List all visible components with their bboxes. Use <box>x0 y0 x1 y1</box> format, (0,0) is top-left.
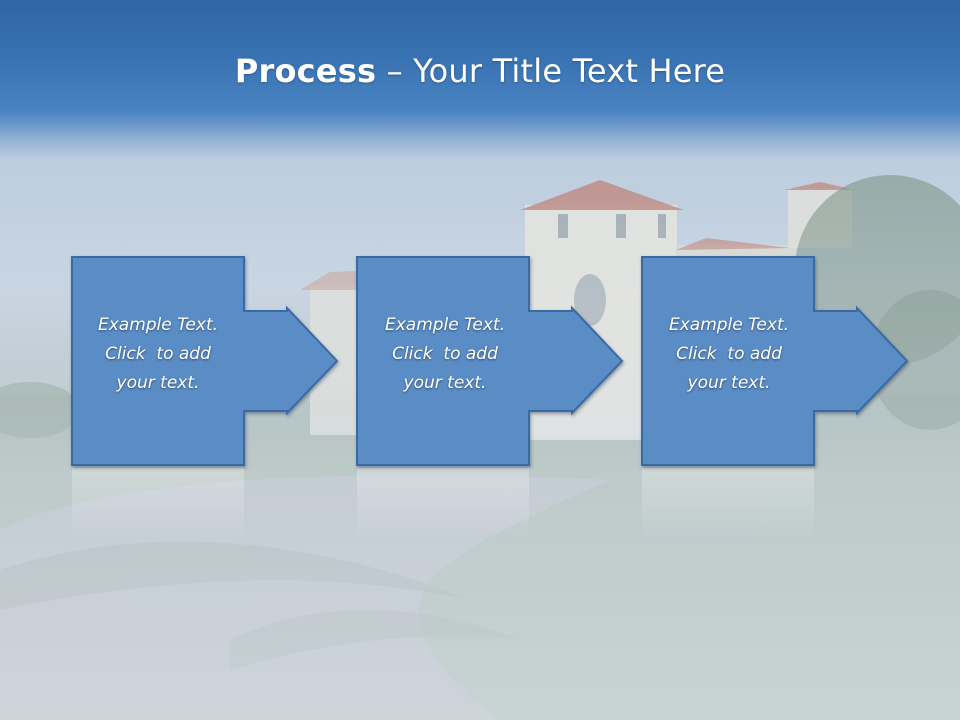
reflection-3 <box>642 468 814 538</box>
reflection-1 <box>72 468 244 538</box>
step-arrow-1[interactable] <box>71 256 339 466</box>
step-3-line-1: Example Text. <box>668 315 790 335</box>
title-rest: – Your Title Text Here <box>376 52 726 90</box>
step-2-line-1: Example Text. <box>384 315 506 335</box>
step-2-line-3: your text. <box>403 373 487 393</box>
step-arrow-3[interactable] <box>641 256 909 466</box>
step-1-line-3: your text. <box>116 373 200 393</box>
page-title: Process – Your Title Text Here <box>0 52 960 90</box>
step-text-3[interactable]: Example Text. Click to add your text. <box>643 311 815 398</box>
step-1-line-2: Click to add <box>105 344 211 364</box>
step-3-line-2: Click to add <box>676 344 782 364</box>
step-2-line-2: Click to add <box>392 344 498 364</box>
title-band <box>0 0 960 160</box>
step-arrow-2[interactable] <box>356 256 624 466</box>
step-1-line-1: Example Text. <box>97 315 219 335</box>
step-text-2[interactable]: Example Text. Click to add your text. <box>359 311 531 398</box>
title-bold: Process <box>234 52 377 90</box>
step-text-1[interactable]: Example Text. Click to add your text. <box>72 311 244 398</box>
step-3-line-3: your text. <box>687 373 771 393</box>
reflection-2 <box>357 468 529 538</box>
